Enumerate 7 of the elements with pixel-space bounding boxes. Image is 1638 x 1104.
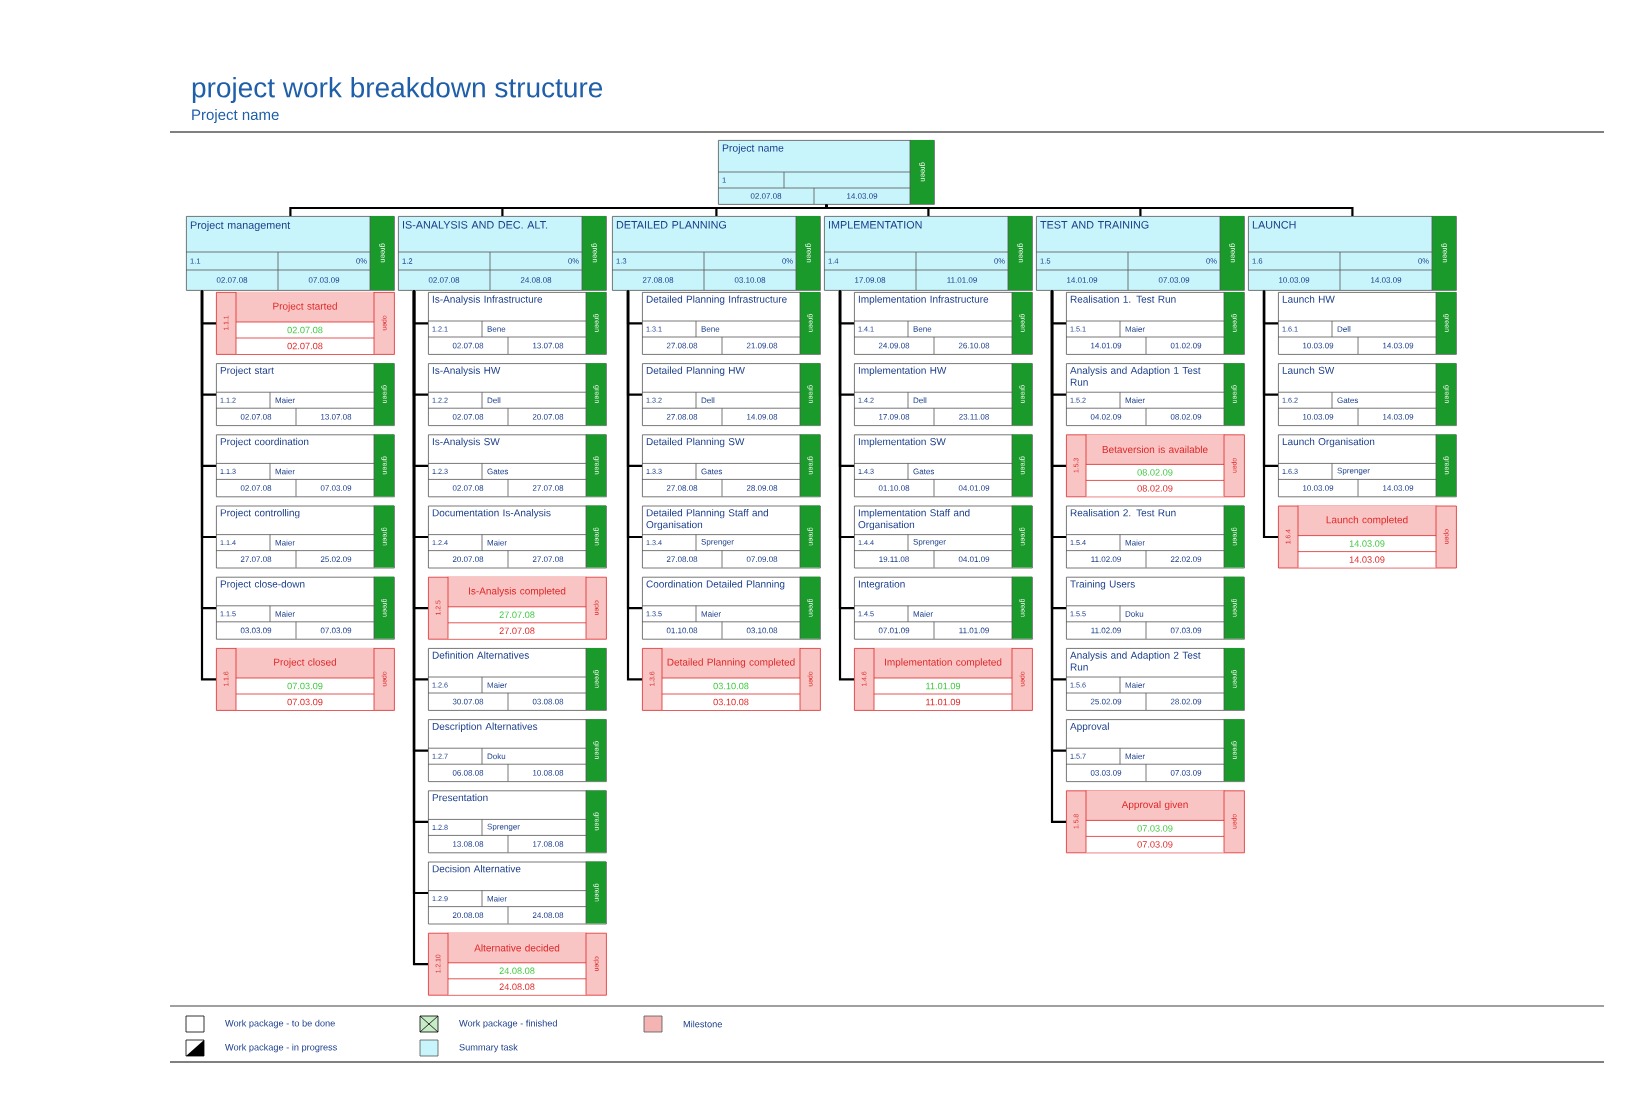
connector-line	[1262, 290, 1278, 539]
title: project work breakdown structure	[192, 76, 603, 104]
connector-line	[715, 204, 828, 216]
connector-line	[825, 204, 1354, 216]
connector-line	[200, 290, 216, 681]
connector-line	[838, 290, 854, 681]
connector-line	[626, 290, 642, 681]
